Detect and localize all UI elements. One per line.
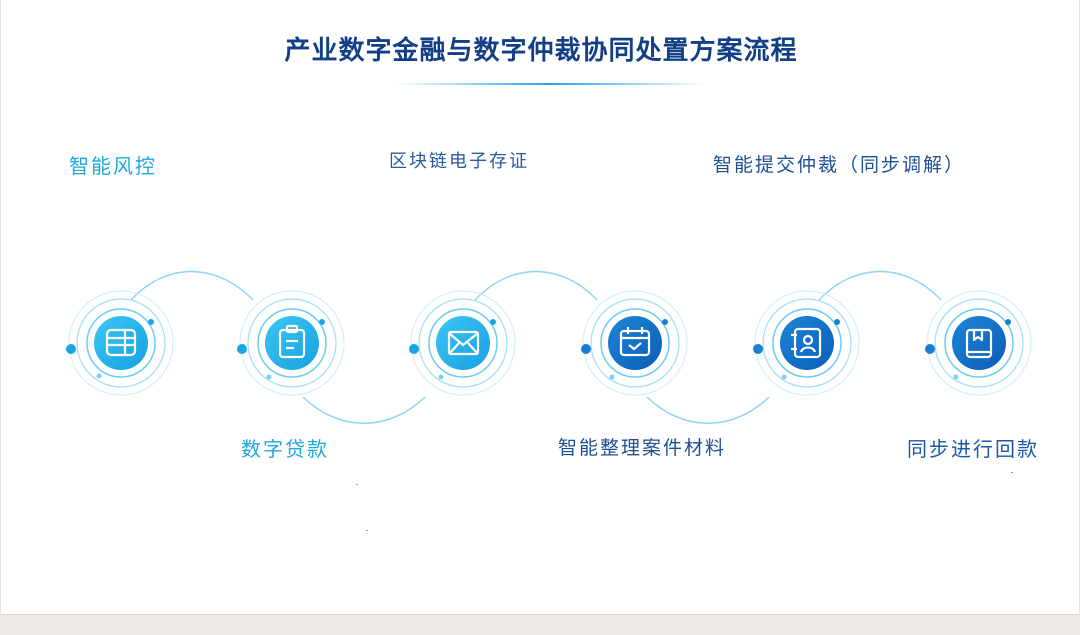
step-node-5 xyxy=(753,290,860,396)
card-icon xyxy=(105,328,137,357)
step-label-blockchain-evidence: 区块链电子存证 xyxy=(389,151,529,172)
title-underline xyxy=(396,83,706,85)
step-node-6 xyxy=(925,290,1032,396)
speck-mark xyxy=(356,484,358,485)
book-icon xyxy=(965,328,993,359)
page-title: 产业数字金融与数字仲裁协同处置方案流程 xyxy=(284,36,798,66)
step-node-3 xyxy=(409,290,516,396)
calendar-icon xyxy=(619,327,651,357)
process-flow-diagram xyxy=(66,270,1032,424)
step-label-intelligent-risk-control: 智能风控 xyxy=(69,154,157,178)
step-label-organize-case-materials: 智能整理案件材料 xyxy=(558,437,727,459)
step-label-sync-repayment: 同步进行回款 xyxy=(907,437,1039,461)
step-label-submit-arbitration: 智能提交仲裁（同步调解） xyxy=(713,154,966,176)
step-node-4 xyxy=(581,290,688,396)
connector-arcs xyxy=(130,270,942,424)
clipboard-icon xyxy=(278,324,306,359)
speck-mark xyxy=(1011,472,1013,473)
bottom-strip xyxy=(0,614,1080,635)
contact-book-icon xyxy=(791,327,822,359)
step-node-1 xyxy=(66,290,174,396)
envelope-icon xyxy=(447,330,480,356)
slide: 产业数字金融与数字仲裁协同处置方案流程 智能风控 区块链电子存证 智能提交仲裁（… xyxy=(0,0,1080,614)
speck-mark xyxy=(366,530,368,531)
step-node-2 xyxy=(237,290,345,396)
step-label-digital-loan: 数字贷款 xyxy=(241,437,329,461)
